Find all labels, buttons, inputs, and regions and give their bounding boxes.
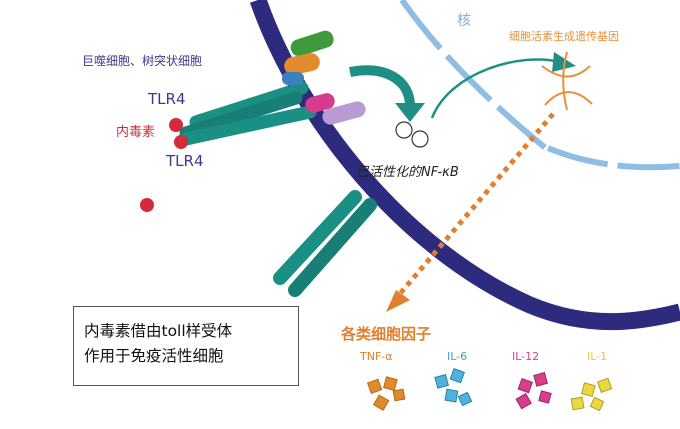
cytokine-cluster-il1 <box>570 377 613 412</box>
caption-box: 内毒素借由toll样受体 作用于免疫活性细胞 <box>73 306 299 386</box>
nuclear-membrane-arc-inner <box>546 145 680 171</box>
nfkb-label: 已活性化的NF-κB <box>356 165 459 180</box>
adaptor-blue <box>282 72 304 85</box>
macrophage-label: 巨噬细胞、树突状细胞 <box>82 54 203 68</box>
nfkb-subunit <box>411 130 429 148</box>
caption-line-1: 内毒素借由toll样受体 <box>84 322 233 340</box>
tlr4-receptor-lower <box>273 190 377 297</box>
cytokine-label-il12: IL-12 <box>512 350 540 363</box>
nucleus-label: 核 <box>457 13 471 29</box>
activation-arrow <box>349 65 415 107</box>
cytokine-cluster-il12 <box>515 372 552 410</box>
cytokine-cluster-tnf <box>366 376 406 411</box>
cytokine-label-il6: IL-6 <box>447 350 468 363</box>
endotoxin-molecule-free <box>140 198 154 212</box>
activation-arrowhead <box>395 103 425 122</box>
adaptor-green <box>290 30 334 57</box>
caption-line-2: 作用于免疫活性细胞 <box>84 347 224 365</box>
cytokine-label-il1: IL-1 <box>587 350 608 363</box>
gene-activation-label: 细胞活素生成遗传基因 <box>509 30 619 43</box>
adaptor-lavender <box>322 101 366 125</box>
cytokine-label-tnf: TNF-α <box>360 350 393 363</box>
adaptor-orange <box>284 53 320 75</box>
tlr4-receptor-upper <box>179 81 317 146</box>
tlr4-label-top: TLR4 <box>148 90 186 108</box>
endotoxin-molecule <box>169 118 183 132</box>
cytokines-title: 各类细胞因子 <box>341 325 432 343</box>
cytokine-release-arrowhead <box>386 290 410 312</box>
adaptor-magenta <box>305 93 335 113</box>
nuclear-membrane-arc-outer <box>399 0 550 153</box>
nuclear-translocation-arrow <box>430 58 561 119</box>
nfkb-subunit <box>395 121 413 139</box>
endotoxin-label: 内毒素 <box>116 125 156 140</box>
cytokine-cluster-il6 <box>434 367 473 407</box>
endotoxin-molecule <box>174 135 188 149</box>
gene-icon <box>541 51 593 111</box>
tlr4-label-bottom: TLR4 <box>166 152 204 170</box>
